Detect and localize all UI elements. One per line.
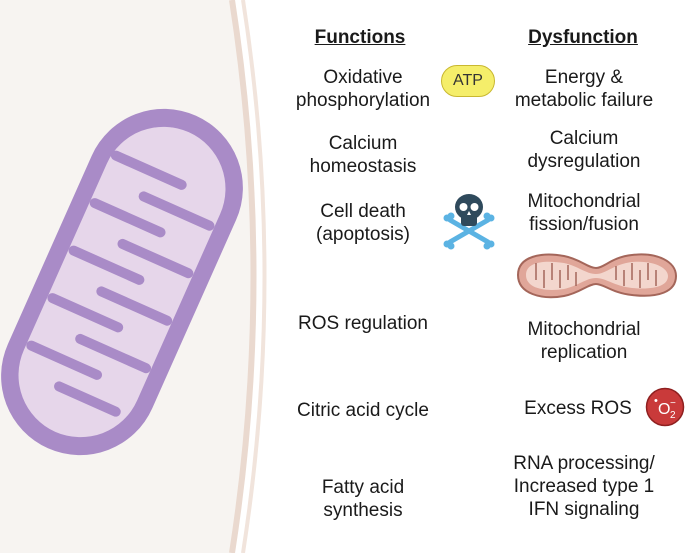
- superoxide-charge: −: [670, 398, 676, 409]
- superoxide-radical-dot: •: [654, 395, 658, 407]
- dysfunction-item-energy-metabolic-failure: Energy &metabolic failure: [514, 67, 654, 111]
- skull-crossbones-icon: [443, 194, 495, 250]
- superoxide-subscript: 2: [670, 410, 676, 421]
- dysfunction-item-excess-ros: Excess ROS: [524, 398, 632, 419]
- atp-label: ATP: [453, 72, 483, 89]
- atp-badge: ATP: [441, 65, 495, 97]
- functions-heading: Functions: [314, 27, 406, 48]
- superoxide-o-label: O: [658, 401, 670, 418]
- function-item-citric-acid-cycle: Citric acid cycle: [297, 400, 429, 421]
- function-item-ros-regulation: ROS regulation: [298, 313, 428, 334]
- dysfunction-heading: Dysfunction: [528, 27, 638, 48]
- mitochondrion-icon: [1, 108, 243, 456]
- superoxide-badge-icon: • O − 2: [645, 387, 685, 427]
- function-item-cell-death: Cell death(apoptosis): [316, 201, 410, 245]
- fragmented-mitochondrion-icon: [516, 253, 678, 299]
